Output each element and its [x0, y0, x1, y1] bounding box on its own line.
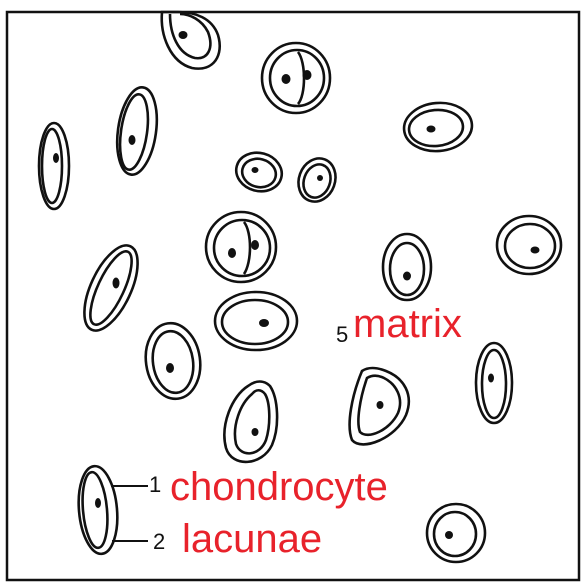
lacuna-cell	[83, 244, 139, 332]
cells	[37, 10, 563, 564]
chondrocyte-number: 1	[149, 472, 161, 497]
lacuna-cell	[37, 121, 71, 211]
frame-border	[5, 10, 581, 582]
lacuna-cell	[115, 86, 159, 176]
lacunae-number: 2	[153, 529, 165, 554]
lacuna-cell	[425, 502, 487, 564]
lacuna-cell	[144, 321, 202, 401]
lacuna-cell	[213, 290, 299, 352]
chondrocyte-label: chondrocyte	[170, 465, 388, 509]
labelled-lacuna-cell	[77, 464, 119, 556]
lacuna-cell	[348, 366, 411, 446]
lacuna-cell-pair	[260, 41, 332, 115]
lacuna-cell	[234, 151, 284, 193]
lacuna-cell	[160, 10, 221, 70]
matrix-label: matrix	[353, 302, 462, 346]
lacuna-cell	[402, 101, 474, 153]
matrix-number: 5	[336, 322, 348, 347]
lacuna-cell	[474, 341, 514, 425]
lacunae-label: lacunae	[182, 517, 322, 561]
lacuna-cell	[381, 232, 433, 302]
lacuna-cell	[495, 214, 563, 276]
lacuna-cell	[223, 380, 279, 464]
lacuna-cell-pair	[204, 210, 278, 284]
lacuna-cell	[297, 157, 337, 203]
